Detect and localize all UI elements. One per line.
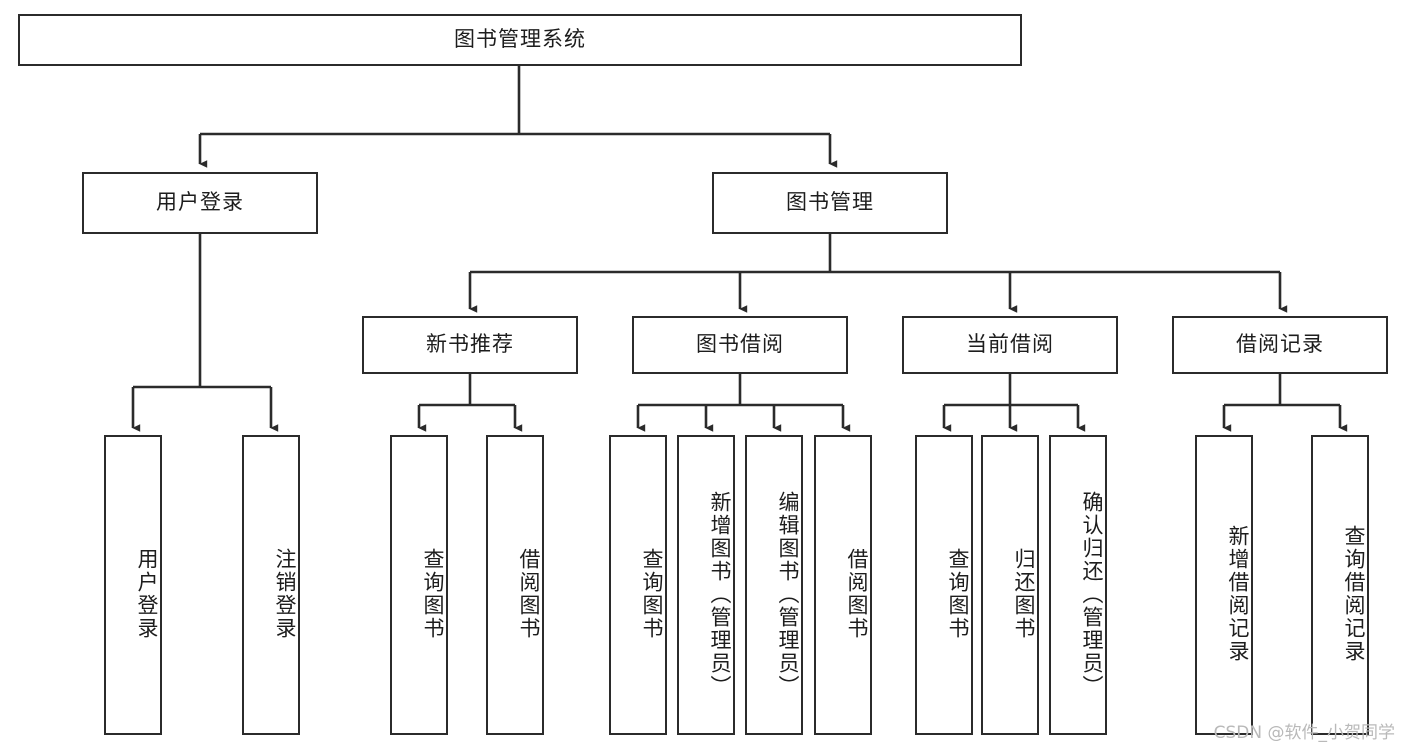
node-label: 查询借阅记录	[1342, 525, 1366, 663]
node-user-login[interactable]: 用户登录	[82, 172, 318, 234]
node-label: 图书管理系统	[454, 27, 586, 52]
node-leaf-confirm-return-admin[interactable]: 确认归还（管理员）	[1049, 435, 1107, 735]
node-book-manage[interactable]: 图书管理	[712, 172, 948, 234]
node-label: 归还图书	[1012, 548, 1036, 640]
node-label: 确认归还（管理员）	[1080, 490, 1104, 698]
node-label: 新增图书（管理员）	[708, 490, 732, 698]
node-leaf-user-login[interactable]: 用户登录	[104, 435, 162, 735]
node-leaf-add-borrow-record[interactable]: 新增借阅记录	[1195, 435, 1253, 735]
node-leaf-query-book-current[interactable]: 查询图书	[915, 435, 973, 735]
node-leaf-edit-book-admin[interactable]: 编辑图书（管理员）	[745, 435, 803, 735]
node-label: 查询图书	[640, 548, 664, 640]
node-leaf-borrow-book-rec[interactable]: 借阅图书	[486, 435, 544, 735]
node-leaf-add-book-admin[interactable]: 新增图书（管理员）	[677, 435, 735, 735]
node-book-borrow[interactable]: 图书借阅	[632, 316, 848, 374]
node-new-book-recommend[interactable]: 新书推荐	[362, 316, 578, 374]
node-label: 借阅图书	[517, 548, 541, 640]
node-current-borrow[interactable]: 当前借阅	[902, 316, 1118, 374]
node-borrow-record[interactable]: 借阅记录	[1172, 316, 1388, 374]
node-leaf-query-book-rec[interactable]: 查询图书	[390, 435, 448, 735]
node-root-system[interactable]: 图书管理系统	[18, 14, 1022, 66]
node-label: 查询图书	[421, 548, 445, 640]
node-label: 图书管理	[786, 190, 874, 215]
node-label: 编辑图书（管理员）	[776, 490, 800, 698]
node-leaf-borrow-book[interactable]: 借阅图书	[814, 435, 872, 735]
watermark-text: CSDN @软件_小贺同学	[1213, 723, 1395, 743]
node-label: 新书推荐	[426, 332, 514, 357]
node-leaf-query-book-borrow[interactable]: 查询图书	[609, 435, 667, 735]
node-label: 当前借阅	[966, 332, 1054, 357]
node-label: 新增借阅记录	[1226, 525, 1250, 663]
node-leaf-query-borrow-record[interactable]: 查询借阅记录	[1311, 435, 1369, 735]
node-label: 用户登录	[135, 548, 159, 640]
node-label: 查询图书	[946, 548, 970, 640]
node-label: 借阅图书	[845, 548, 869, 640]
node-label: 用户登录	[156, 190, 244, 215]
node-label: 借阅记录	[1236, 332, 1324, 357]
node-leaf-user-logout[interactable]: 注销登录	[242, 435, 300, 735]
node-label: 注销登录	[273, 548, 297, 640]
node-label: 图书借阅	[696, 332, 784, 357]
node-leaf-return-book[interactable]: 归还图书	[981, 435, 1039, 735]
